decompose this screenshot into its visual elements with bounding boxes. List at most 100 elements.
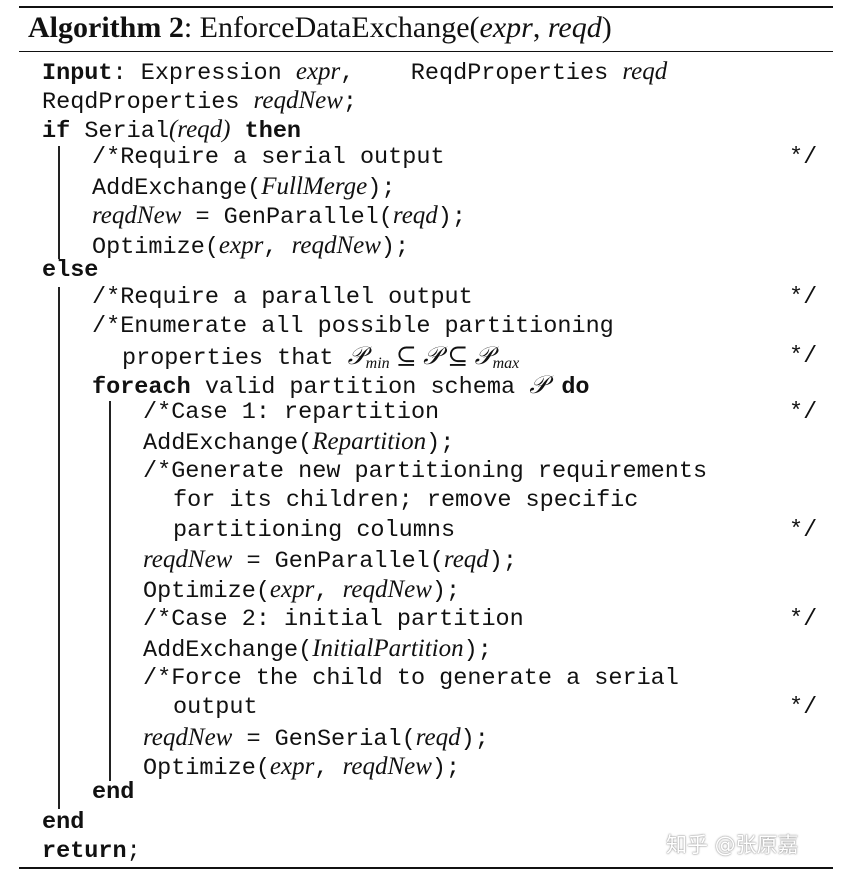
- code-text: );: [460, 726, 489, 753]
- keyword: Input: [42, 60, 113, 87]
- code-line: AddExchange(Repartition);: [143, 427, 454, 457]
- code-text: ,: [314, 578, 343, 605]
- code-text: Serial: [70, 118, 169, 145]
- code-line: return;: [42, 837, 141, 867]
- top-rule: [19, 6, 833, 8]
- comment-end: */: [789, 606, 818, 633]
- math-text: expr: [218, 232, 264, 259]
- comment-end: */: [789, 694, 818, 721]
- code-text: ,: [314, 755, 343, 782]
- code-line: AddExchange(InitialPartition);: [143, 634, 492, 664]
- code-text: = GenParallel(: [181, 204, 393, 231]
- math-text: reqd: [392, 202, 438, 229]
- keyword: else: [42, 257, 99, 284]
- code-text: : Expression: [112, 60, 296, 87]
- code-text: valid partition schema: [190, 374, 530, 401]
- comment-end: */: [789, 399, 818, 426]
- math-text: reqd: [415, 724, 461, 751]
- code-text: /*Generate new partitioning requirements: [143, 458, 708, 485]
- math-text: expr: [269, 576, 315, 603]
- keyword: do: [561, 374, 590, 401]
- code-text: = GenParallel(: [232, 548, 444, 575]
- math-text: Repartition: [312, 428, 427, 455]
- code-text: = GenSerial(: [232, 726, 416, 753]
- comment-end: */: [789, 144, 818, 171]
- code-line: partitioning columns: [173, 516, 455, 546]
- code-text: /*Require a parallel output: [92, 284, 473, 311]
- code-text: output: [173, 694, 258, 721]
- code-text: min: [365, 355, 390, 372]
- keyword: foreach: [92, 374, 191, 401]
- caption-arg-expr: expr: [479, 11, 533, 44]
- math-text: reqdNew: [342, 753, 432, 780]
- code-line: if Serial(reqd) then: [42, 115, 301, 145]
- code-text: properties that: [122, 345, 348, 372]
- code-text: max: [492, 355, 520, 372]
- code-text: AddExchange(: [143, 430, 313, 457]
- code-line: /*Generate new partitioning requirements: [143, 457, 707, 487]
- code-line: Optimize(expr, reqdNew);: [92, 231, 409, 261]
- code-text: AddExchange(: [92, 175, 262, 202]
- caption-label: Algorithm 2: [28, 11, 184, 44]
- code-text: /*Case 1: repartition: [143, 399, 440, 426]
- code-line: end: [92, 778, 134, 808]
- code-text: );: [488, 548, 518, 575]
- code-text: /*Case 2: initial partition: [143, 606, 524, 633]
- code-text: for its children; remove specific: [173, 487, 639, 514]
- math-text: reqdNew: [92, 202, 182, 229]
- code-text: );: [463, 637, 492, 664]
- code-text: /*Force the child to generate a serial: [143, 665, 679, 692]
- keyword: return: [42, 838, 127, 865]
- code-text: ;: [342, 89, 357, 116]
- code-line: AddExchange(FullMerge);: [92, 172, 395, 202]
- keyword: if: [42, 118, 71, 145]
- watermark: 知乎 @张原嘉: [666, 833, 799, 857]
- code-text: AddExchange(: [143, 637, 313, 664]
- code-text: [547, 374, 561, 401]
- code-line: /*Force the child to generate a serial: [143, 664, 679, 694]
- keyword: end: [42, 809, 85, 836]
- code-line: Input: Expression expr, ReqdProperties r…: [42, 57, 667, 87]
- code-line: Optimize(expr, reqdNew);: [143, 575, 460, 605]
- code-line: for its children; remove specific: [173, 486, 638, 516]
- code-text: /*Require a serial output: [92, 144, 445, 171]
- code-line: end: [42, 808, 84, 838]
- code-line: reqdNew = GenParallel(reqd);: [143, 545, 517, 575]
- math-text: 𝒫: [529, 372, 548, 399]
- keyword: then: [244, 118, 302, 145]
- math-text: ⊆ 𝒫 ⊆ 𝒫: [389, 343, 493, 370]
- code-text: ,: [263, 234, 292, 261]
- code-text: );: [367, 175, 396, 202]
- code-line: /*Case 1: repartition: [143, 398, 439, 428]
- code-text: ReqdProperties: [42, 89, 254, 116]
- code-line: /*Require a parallel output: [92, 283, 473, 313]
- code-text: );: [380, 234, 410, 261]
- math-text: reqd: [622, 58, 668, 85]
- code-line: /*Require a serial output: [92, 143, 445, 173]
- caption-rule: [19, 51, 833, 52]
- code-text: Optimize(: [143, 755, 270, 782]
- code-line: Optimize(expr, reqdNew);: [143, 752, 460, 782]
- code-text: Optimize(: [92, 234, 219, 261]
- code-text: );: [437, 204, 467, 231]
- code-text: );: [431, 578, 461, 605]
- code-text: , ReqdProperties: [340, 60, 623, 87]
- code-line: output: [173, 693, 258, 723]
- comment-end: */: [789, 284, 818, 311]
- code-text: /*Enumerate all possible partitioning: [92, 313, 614, 340]
- math-text: expr: [295, 58, 341, 85]
- math-text: reqdNew: [291, 232, 381, 259]
- math-text: FullMerge: [261, 173, 368, 200]
- code-text: );: [426, 430, 455, 457]
- code-line: else: [42, 256, 98, 286]
- code-line: /*Case 2: initial partition: [143, 605, 524, 635]
- foreach-block-bar: [109, 401, 111, 781]
- else-block-bar: [58, 287, 60, 809]
- code-text: [231, 118, 245, 145]
- math-text: reqdNew: [342, 576, 432, 603]
- math-text: 𝒫: [347, 343, 366, 370]
- math-text: reqdNew: [143, 546, 233, 573]
- math-text: reqdNew: [143, 724, 233, 751]
- code-line: /*Enumerate all possible partitioning: [92, 312, 614, 342]
- math-text: InitialPartition: [312, 635, 464, 662]
